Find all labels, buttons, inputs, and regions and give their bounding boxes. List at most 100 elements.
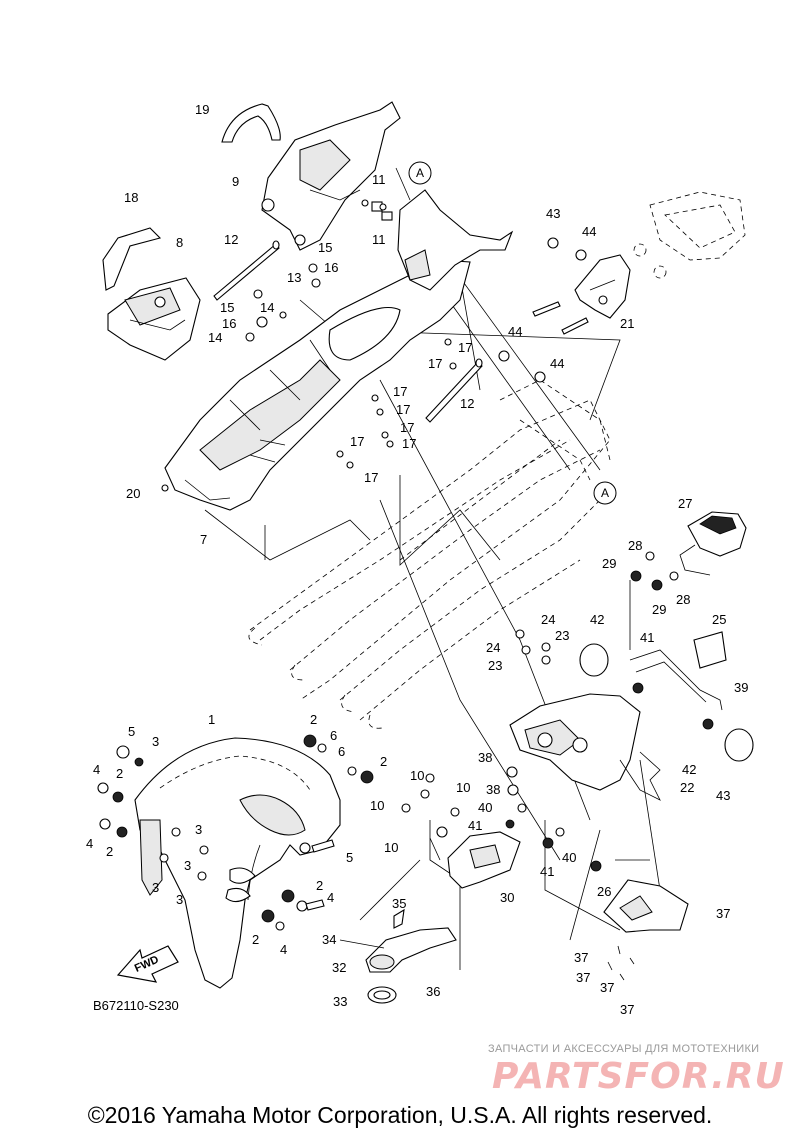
part-label: 15 [318, 240, 332, 255]
part-32-washer [367, 986, 397, 1004]
part-27-license-light [630, 511, 747, 591]
watermark-logo: PARTSFOR.RU [492, 1056, 785, 1097]
part-label: 37 [600, 980, 614, 995]
part-label: 32 [332, 960, 346, 975]
part-label: 14 [260, 300, 274, 315]
part-label: 2 [380, 754, 387, 769]
part-1-front-fender [134, 737, 341, 989]
part-21-bracket [498, 237, 631, 383]
part-label: 4 [86, 836, 93, 851]
part-label: 10 [410, 768, 424, 783]
callout-a-top-text: A [416, 166, 424, 180]
part-label: 3 [184, 858, 191, 873]
part-label: 29 [602, 556, 616, 571]
part-label: 22 [680, 780, 694, 795]
part-19-strap [221, 103, 281, 143]
part-9-bracket [261, 101, 401, 251]
part-label: 17 [402, 436, 416, 451]
part-25-plate [693, 631, 727, 669]
part-number-labels: 19 9 18 8 12 11 11 15 16 13 15 14 16 14 … [86, 102, 748, 1017]
part-label: 23 [488, 658, 502, 673]
part-label: 10 [370, 798, 384, 813]
fwd-arrow: FWD [116, 945, 179, 983]
copyright-notice: ©2016 Yamaha Motor Corporation, U.S.A. A… [87, 1102, 713, 1128]
part-label: 20 [126, 486, 140, 501]
front-fender-fasteners [97, 734, 374, 931]
part-label: 30 [500, 890, 514, 905]
part-label: 11 [372, 172, 386, 187]
misc-rear-fasteners [505, 629, 714, 872]
part-label: 6 [338, 744, 345, 759]
part-label: 2 [106, 844, 113, 859]
part-label: 8 [176, 235, 183, 250]
part-label: 5 [346, 850, 353, 865]
part-label: 17 [364, 470, 378, 485]
part-label: 3 [152, 734, 159, 749]
part-label: 37 [576, 970, 590, 985]
part-label: 3 [152, 880, 159, 895]
part-label: 3 [176, 892, 183, 907]
part-36-cover [603, 879, 689, 981]
part-label: 28 [676, 592, 690, 607]
part-label: 24 [486, 640, 500, 655]
part-label: 26 [597, 884, 611, 899]
part-label: 4 [93, 762, 100, 777]
part-label: 42 [590, 612, 604, 627]
part-label: 35 [392, 896, 406, 911]
part-7-rear-tray [164, 259, 471, 511]
part-label: 4 [280, 942, 287, 957]
part-label: 41 [540, 864, 554, 879]
part-label: 41 [468, 818, 482, 833]
part-label: 4 [327, 890, 334, 905]
rear-frame-outline [248, 379, 611, 729]
part-8-battery-box [107, 277, 201, 361]
part-label: 19 [195, 102, 209, 117]
part-label: 27 [678, 496, 692, 511]
part-label: 40 [562, 850, 576, 865]
part-label: 36 [426, 984, 440, 999]
part-label: 6 [330, 728, 337, 743]
part-tray-rear-section [371, 189, 514, 291]
part-label: 44 [582, 224, 596, 239]
diagram-code: B672110-S230 [93, 998, 179, 1013]
part-label: 1 [208, 712, 215, 727]
part-label: 37 [620, 1002, 634, 1017]
part-label: 44 [550, 356, 564, 371]
part-label: 37 [574, 950, 588, 965]
part-label: 16 [324, 260, 338, 275]
part-label: 2 [316, 878, 323, 893]
part-label: 13 [287, 270, 301, 285]
part-label: 2 [252, 932, 259, 947]
part-label: 14 [208, 330, 222, 345]
part-label: 23 [555, 628, 569, 643]
small-fasteners-top [161, 199, 457, 492]
part-label: 21 [620, 316, 634, 331]
part-label: 12 [460, 396, 474, 411]
part-label: 10 [456, 780, 470, 795]
part-label: 39 [734, 680, 748, 695]
part-label: 9 [232, 174, 239, 189]
part-label: 17 [396, 402, 410, 417]
part-label: 11 [372, 232, 386, 247]
part-label: 25 [712, 612, 726, 627]
part-label: 34 [322, 932, 336, 947]
part-label: 17 [458, 340, 472, 355]
part-30-bracket [401, 773, 521, 889]
part-label: 24 [541, 612, 555, 627]
part-label: 7 [200, 532, 207, 547]
part-label: 17 [428, 356, 442, 371]
part-39-bracket [629, 649, 723, 711]
callout-a-top: A [408, 161, 432, 185]
part-12-long-bolt-left [213, 240, 280, 301]
part-34-clip [393, 908, 405, 929]
part-label: 17 [393, 384, 407, 399]
part-label: 43 [716, 788, 730, 803]
part-label: 42 [682, 762, 696, 777]
callout-a-right: A [593, 481, 617, 505]
tail-light-outline [633, 191, 746, 279]
part-label: 18 [124, 190, 138, 205]
part-12-long-bolt-right [425, 358, 483, 423]
watermark-subtitle: ЗАПЧАСТИ И АКСЕССУАРЫ ДЛЯ МОТОТЕХНИКИ [488, 1043, 760, 1055]
callout-a-right-text: A [601, 486, 609, 500]
